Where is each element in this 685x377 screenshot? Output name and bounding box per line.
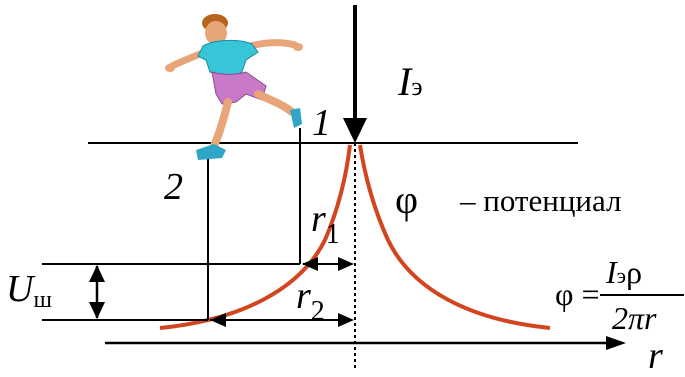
r2-arrow-left <box>210 313 226 327</box>
current-label: Iэ <box>398 62 423 102</box>
r-axis-label: r <box>648 335 663 377</box>
person-shorts <box>211 71 267 105</box>
u-arrow-down <box>89 302 105 319</box>
r-axis-arrowhead <box>606 336 626 350</box>
r2-arrow-right <box>338 313 354 327</box>
current-subscript: э <box>411 72 423 101</box>
formula-numerator: Iэρ <box>606 256 642 288</box>
current-symbol: I <box>398 59 412 104</box>
formula-lhs: φ = <box>555 276 600 312</box>
r1-subscript: 1 <box>325 219 340 250</box>
step-voltage-subscript: ш <box>33 287 52 313</box>
r1-arrow-right <box>338 257 354 271</box>
r2-label: r2 <box>296 275 325 326</box>
current-arrow-head <box>343 118 367 143</box>
step-voltage-symbol: U <box>6 268 34 310</box>
r1-label: r1 <box>311 198 340 249</box>
formula-numerator-rho: ρ <box>626 254 643 290</box>
potential-text: – потенциал <box>460 183 622 218</box>
person-head <box>205 21 227 45</box>
phi-symbol: φ <box>395 177 419 222</box>
potential-curve-right <box>358 144 551 330</box>
r1-symbol: r <box>311 198 326 240</box>
person-front-leg <box>254 90 296 116</box>
step-voltage-label: Uш <box>6 268 52 312</box>
r1-arrow-left <box>302 257 318 271</box>
person-shoe-1 <box>290 108 302 128</box>
running-person-figure <box>165 14 303 160</box>
person-shirt <box>197 39 259 76</box>
formula-denominator: 2πr <box>612 300 657 336</box>
r2-subscript: 2 <box>310 296 325 327</box>
formula-numerator-sub: э <box>616 263 627 288</box>
person-shoe-2 <box>196 144 226 160</box>
point-2-label: 2 <box>164 166 183 208</box>
formula-numerator-I: I <box>606 254 617 290</box>
r2-symbol: r <box>296 275 311 317</box>
person-back-leg <box>210 98 232 150</box>
point-1-label: 1 <box>312 102 331 144</box>
u-arrow-up <box>89 265 105 282</box>
